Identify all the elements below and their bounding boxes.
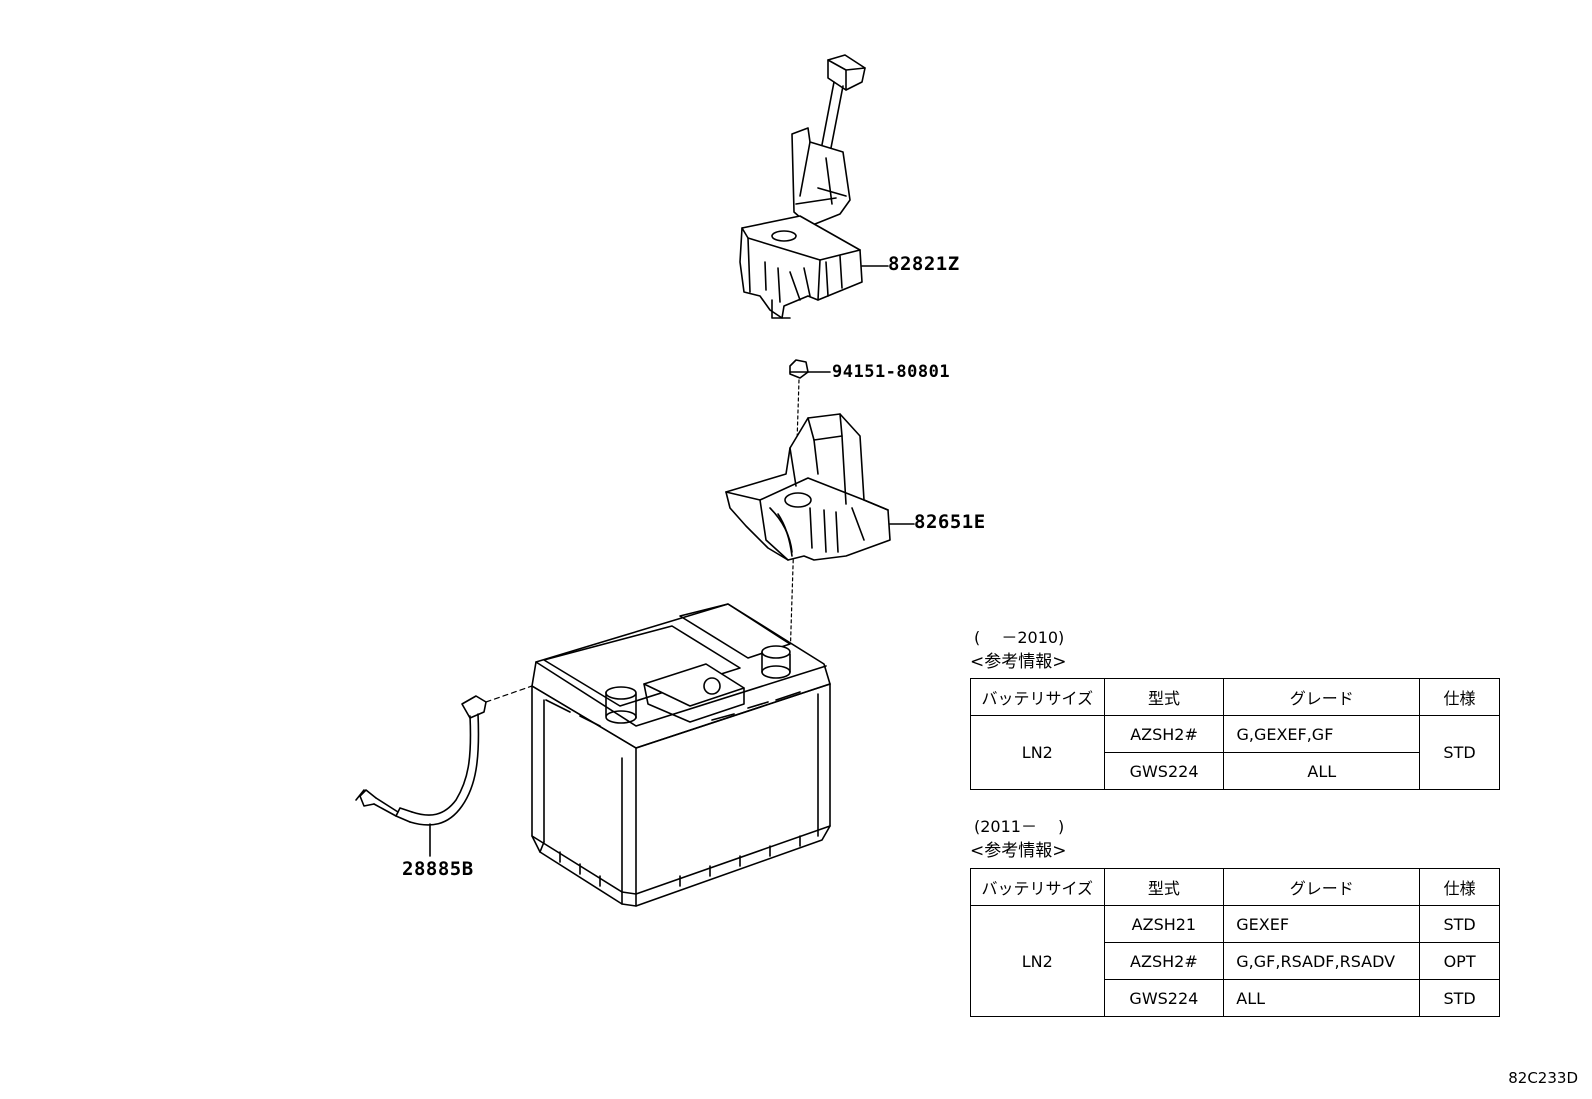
table-row: GWS224 ALL	[971, 752, 1500, 790]
battery-spec-table-2: バッテリサイズ 型式 グレード 仕様 LN2 AZSH21 GEXEF STD …	[970, 868, 1500, 1017]
model-cell: AZSH2#	[1103, 942, 1225, 980]
part-number-82821Z: 82821Z	[888, 253, 960, 275]
model-cell: AZSH21	[1103, 905, 1225, 943]
part-number-28885B: 28885B	[402, 858, 474, 880]
grade-cell: ALL	[1223, 752, 1421, 790]
table-row: LN2 AZSH2# G,GEXEF,GF STD	[970, 715, 1500, 790]
part-number-82651E: 82651E	[914, 511, 986, 533]
model-cell: GWS224	[1103, 752, 1225, 790]
header-model: 型式	[1103, 678, 1225, 716]
table-row: GWS224 ALL STD	[971, 979, 1500, 1017]
grade-cell: G,GF,RSADF,RSADV	[1223, 942, 1421, 980]
spec-cell: STD	[1419, 979, 1500, 1017]
nut-illustration	[789, 359, 831, 379]
grade-cell: ALL	[1223, 979, 1421, 1017]
spec-cell: STD	[1419, 715, 1500, 790]
battery-holder-illustration	[725, 413, 915, 561]
header-spec: 仕様	[1419, 678, 1500, 716]
grade-cell: GEXEF	[1223, 905, 1421, 943]
model-cell: AZSH2#	[1103, 715, 1225, 753]
battery-size-cell: LN2	[970, 715, 1105, 790]
part-number-94151-80801: 94151-80801	[832, 362, 951, 382]
table-header-row: バッテリサイズ 型式 グレード 仕様	[970, 868, 1500, 906]
table-header-row: バッテリサイズ 型式 グレード 仕様	[970, 678, 1500, 716]
table-row: LN2 AZSH21 GEXEF STD	[970, 905, 1500, 1017]
battery-illustration	[531, 603, 831, 907]
header-spec: 仕様	[1419, 868, 1500, 906]
grade-cell: G,GEXEF,GF	[1223, 715, 1421, 753]
header-grade: グレード	[1223, 868, 1421, 906]
reference-label-1: <参考情報>	[970, 652, 1067, 672]
spec-cell: STD	[1419, 905, 1500, 943]
table-row: AZSH2# G,GF,RSADF,RSADV OPT	[971, 942, 1500, 980]
spec-cell: OPT	[1419, 942, 1500, 980]
model-cell: GWS224	[1103, 979, 1225, 1017]
diagram-code: 82C233D	[1508, 1069, 1578, 1087]
period-label-1: ( －2010)	[974, 628, 1065, 647]
header-battery-size: バッテリサイズ	[970, 678, 1105, 716]
header-grade: グレード	[1223, 678, 1421, 716]
battery-size-cell: LN2	[970, 905, 1105, 1017]
hold-down-clamp-illustration	[739, 54, 889, 319]
period-label-2: (2011－ )	[974, 817, 1065, 836]
battery-spec-table-1: バッテリサイズ 型式 グレード 仕様 LN2 AZSH2# G,GEXEF,GF…	[970, 678, 1500, 790]
sensor-cable-illustration	[355, 685, 533, 857]
reference-label-2: <参考情報>	[970, 841, 1067, 861]
header-battery-size: バッテリサイズ	[970, 868, 1105, 906]
header-model: 型式	[1103, 868, 1225, 906]
